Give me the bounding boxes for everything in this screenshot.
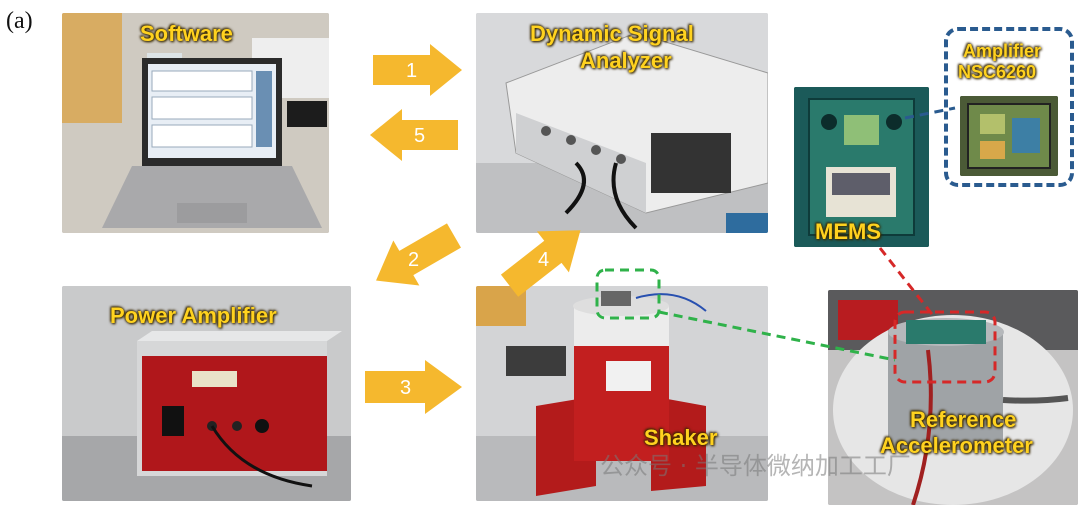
arrow-2 [376,223,461,286]
step-4-number: 4 [538,249,549,271]
step-3-number: 3 [400,377,411,399]
step-1-number: 1 [406,60,417,82]
analyzer-illustration [476,13,768,233]
analyzer-photo [476,13,768,233]
reference-label-line1: Reference [910,407,1017,432]
amplifier-chip-illustration [960,96,1058,176]
software-label: Software [140,21,233,46]
arrow-1 [373,44,462,96]
step-5-number: 5 [414,125,425,147]
power-amplifier-label: Power Amplifier [110,303,277,328]
arrow-5 [370,109,458,161]
figure-tag: (a) [6,8,33,34]
amplifier-chip-photo [960,96,1058,176]
reference-label-line2: Accelerometer [880,433,1033,458]
laptop-photo [62,13,329,233]
shaker-label: Shaker [644,425,718,450]
mems-label: MEMS [815,219,881,244]
amplifier-label-line2: NSC6260 [958,62,1037,82]
step-2-number: 2 [408,249,419,271]
analyzer-label-line1: Dynamic Signal [530,21,694,46]
amplifier-label-line1: Amplifier [963,41,1042,61]
arrow-3 [365,360,462,414]
analyzer-label-line2: Analyzer [580,48,672,73]
power-amplifier-photo [62,286,351,501]
power-amplifier-illustration [62,286,351,501]
watermark: 公众号 · 半导体微纳加工工厂 [600,452,911,480]
laptop-illustration [62,13,329,233]
